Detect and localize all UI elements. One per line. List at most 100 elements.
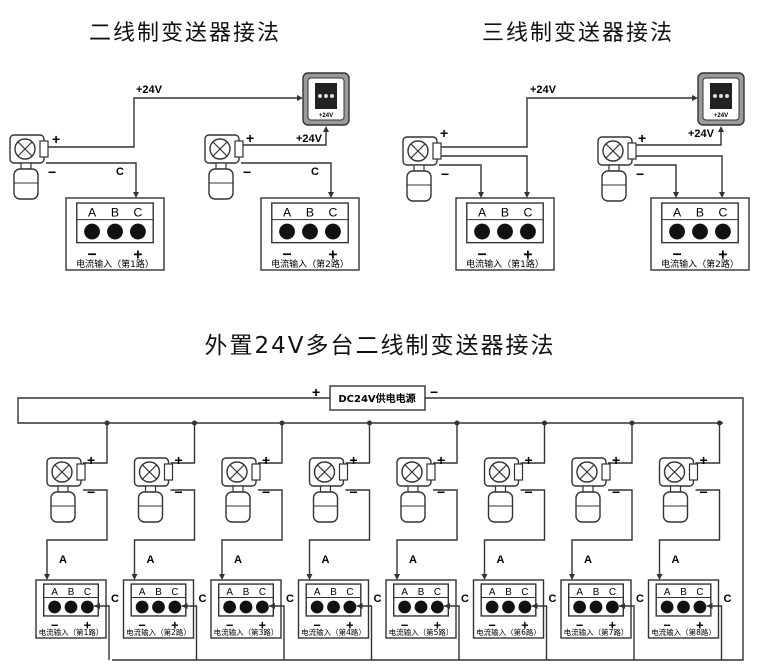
terminal-minus: − xyxy=(313,618,320,633)
wire xyxy=(634,164,677,192)
c-label: C xyxy=(311,166,319,178)
terminal-letter: B xyxy=(593,587,600,598)
arrow-head xyxy=(131,574,138,580)
arrow-head xyxy=(706,603,713,609)
terminal-letter: C xyxy=(346,587,353,598)
transmitter-icon xyxy=(46,457,86,523)
terminal-screw xyxy=(520,223,536,240)
terminal-letter: A xyxy=(576,587,583,598)
channel-caption: 电流输入（第2路） xyxy=(271,258,349,270)
wire xyxy=(658,489,721,574)
terminal-screw xyxy=(223,600,236,614)
wire xyxy=(241,162,332,192)
terminal-minus: − xyxy=(138,618,145,633)
wire xyxy=(17,420,723,424)
dc24v-power-supply: DC24V供电电源 + − xyxy=(312,384,438,411)
terminal-screw xyxy=(107,223,123,240)
minus-sign: − xyxy=(350,484,358,500)
wire xyxy=(170,423,196,464)
wire xyxy=(46,162,137,192)
minus-sign: − xyxy=(612,484,620,500)
plus-sign: + xyxy=(52,131,60,147)
terminal-letter: B xyxy=(330,587,337,598)
arrow-head xyxy=(306,574,313,580)
wire xyxy=(258,423,283,464)
terminal-screw xyxy=(135,600,149,614)
terminal-letter: A xyxy=(673,206,682,220)
terminal-screw xyxy=(414,600,428,614)
terminal-screw xyxy=(84,223,100,240)
terminal-screw xyxy=(669,223,685,240)
junction-dot xyxy=(717,420,722,426)
terminal-minus: − xyxy=(401,618,408,633)
plus-sign: + xyxy=(638,130,646,146)
wire xyxy=(46,489,108,574)
wire xyxy=(133,489,196,574)
power-supply-label: DC24V供电电源 xyxy=(338,392,415,405)
terminal-screw xyxy=(64,600,78,614)
terminal-screw xyxy=(715,223,731,240)
junction-dot xyxy=(454,420,460,426)
terminal-plus: + xyxy=(84,618,91,633)
power-supply-icon: +24V xyxy=(302,72,350,126)
supply-plate-label: +24V xyxy=(319,113,333,119)
terminal-letter: B xyxy=(505,587,512,598)
a-label: A xyxy=(234,554,242,566)
terminal-plus: + xyxy=(718,246,727,263)
terminal-screw xyxy=(302,223,318,240)
wire xyxy=(608,423,633,464)
wire xyxy=(439,97,693,148)
c-label: C xyxy=(374,593,382,605)
c-label: C xyxy=(636,593,644,605)
channel-caption: 电流输入（第5路） xyxy=(389,627,454,637)
terminal-letter: B xyxy=(155,587,162,598)
terminal-letter: B xyxy=(243,587,250,598)
terminal-screw xyxy=(660,600,674,614)
wire xyxy=(483,489,546,574)
terminal-screw xyxy=(497,223,513,240)
junction-dot xyxy=(104,420,110,426)
arrow-head xyxy=(656,574,663,580)
a-label: A xyxy=(59,554,67,566)
title-three-wire: 三线制变送器接法 xyxy=(482,21,674,46)
terminal-screw xyxy=(518,600,532,614)
plus-sign: + xyxy=(175,452,183,468)
junction-dot xyxy=(629,420,635,426)
terminal-letter: A xyxy=(226,587,233,598)
terminal-letter: B xyxy=(111,206,119,220)
c-label: C xyxy=(199,593,207,605)
terminal-screw xyxy=(573,600,586,614)
wire xyxy=(46,97,298,148)
terminal-letter: C xyxy=(719,206,728,220)
wire xyxy=(439,155,528,192)
terminal-minus: − xyxy=(87,246,96,263)
wire xyxy=(308,489,371,574)
terminal-letter: A xyxy=(139,587,146,598)
minus-sign: − xyxy=(700,484,708,500)
terminal-minus: − xyxy=(672,246,681,263)
minus-sign: − xyxy=(636,166,644,182)
terminal-letter: B xyxy=(501,206,509,220)
psu-minus-sign: − xyxy=(430,384,438,400)
terminal-letter: A xyxy=(283,206,292,220)
terminal-letter: C xyxy=(609,587,616,598)
terminal-letter: A xyxy=(478,206,487,220)
c-label: C xyxy=(549,593,557,605)
terminal-plus: + xyxy=(434,618,441,633)
terminal-letter: A xyxy=(51,587,58,598)
minus-sign: − xyxy=(262,484,270,500)
wire xyxy=(433,423,458,464)
minus-sign: − xyxy=(441,166,449,182)
junction-dot xyxy=(367,420,372,426)
arrow-head xyxy=(673,192,679,198)
terminal-letter: A xyxy=(401,587,408,598)
arrow-head xyxy=(181,603,188,609)
